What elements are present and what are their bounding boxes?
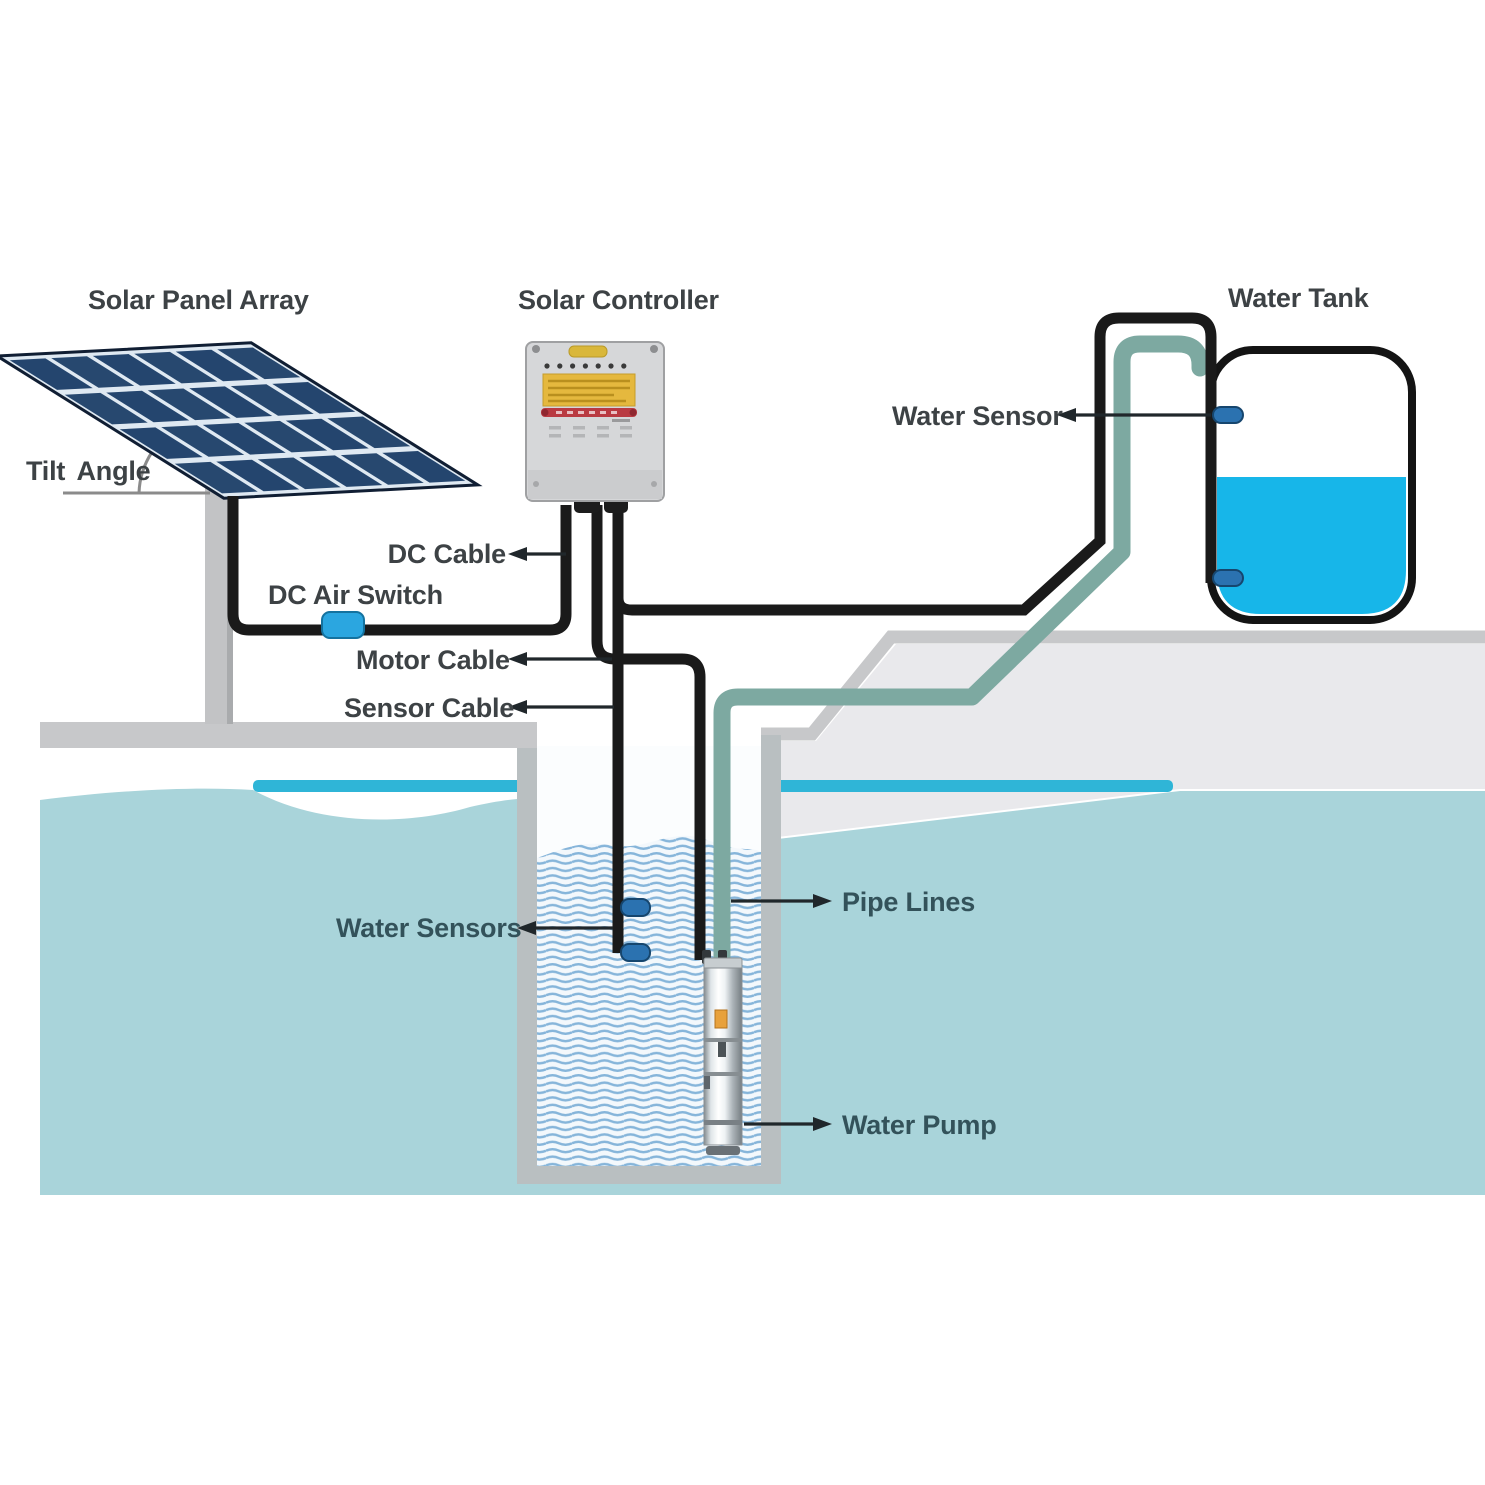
label-dc-air-switch: DC Air Switch <box>268 580 443 610</box>
pipe-line <box>713 335 1209 967</box>
tank-sensor-arrow <box>1057 408 1076 422</box>
controller-led-row <box>544 363 627 369</box>
controller-red-strip-text <box>556 411 617 414</box>
controller-buttons <box>549 426 632 438</box>
label-motor-cable: Motor Cable <box>356 645 510 675</box>
pipe-lines-arrow <box>813 894 832 908</box>
label-water-sensors-well: Water Sensors <box>336 913 522 943</box>
solar-controller <box>525 341 665 513</box>
water-pump <box>702 950 743 1155</box>
label-dc-cable: DC Cable <box>387 539 507 569</box>
tank-water-sensor-upper <box>1212 406 1244 424</box>
well-water-sensor-upper <box>620 898 651 917</box>
tank-water <box>1217 477 1406 614</box>
annotation-arrows <box>508 408 1211 1131</box>
left-groundwater <box>40 788 537 1195</box>
pump-label-sticker <box>714 1009 728 1029</box>
right-ground-step-line <box>761 630 1485 741</box>
label-sensor-cable: Sensor Cable <box>344 693 515 723</box>
label-solar-panel-array: Solar Panel Array <box>88 285 309 315</box>
label-tilt-angle: Tilt Angle <box>26 456 151 486</box>
motor-cable-arrow <box>508 652 527 666</box>
sensor-cable-tank <box>612 312 1217 616</box>
water-pump-arrow <box>813 1117 832 1131</box>
well-wall-right <box>761 735 781 1170</box>
right-groundwater <box>761 791 1485 1195</box>
dc-air-switch <box>321 611 365 639</box>
left-ground-band <box>40 722 537 748</box>
solar-panel-array <box>0 343 478 498</box>
motor-cable <box>591 505 706 960</box>
label-water-tank: Water Tank <box>1228 283 1369 313</box>
well-sensors-arrow <box>517 921 536 935</box>
tank-water-sensor-lower <box>1212 569 1244 587</box>
dc-cable-arrow <box>508 547 527 561</box>
well-water-sensor-lower <box>620 943 651 962</box>
well-wall-left <box>517 748 537 1170</box>
label-water-pump: Water Pump <box>842 1110 997 1140</box>
well-bottom <box>517 1166 781 1184</box>
solar-cells <box>9 347 466 494</box>
dc-cable <box>227 496 572 636</box>
sensor-cable-arrow <box>508 700 527 714</box>
label-solar-controller: Solar Controller <box>518 285 719 315</box>
label-water-sensor-tank: Water Sensor <box>892 401 1063 431</box>
label-pipe-lines: Pipe Lines <box>842 887 976 917</box>
controller-brand-pill <box>568 345 608 358</box>
